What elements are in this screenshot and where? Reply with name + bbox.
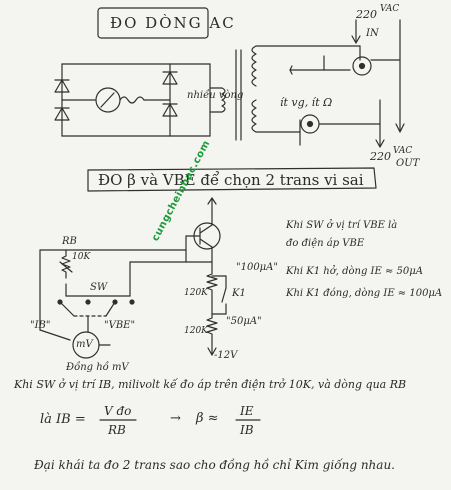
k1-label: K1 bbox=[232, 288, 246, 299]
winding-lower bbox=[251, 99, 257, 133]
current-100-label: "100μA" bbox=[236, 262, 279, 273]
range-label: ít vg, ít Ω bbox=[280, 96, 333, 109]
resistor-r1 bbox=[206, 269, 218, 297]
input-terminal bbox=[352, 56, 372, 76]
note-ib-measurement: Khi SW ở vị trí IB, milivolt kế đo áp tr… bbox=[14, 378, 407, 391]
sw-label: SW bbox=[90, 282, 108, 293]
output-voltage: 220 bbox=[370, 150, 391, 163]
vbe-position-label: "VBE" bbox=[104, 320, 136, 331]
output-unit: VAC bbox=[393, 146, 413, 156]
shunt-label: nhiều vòng bbox=[187, 90, 244, 101]
winding-upper bbox=[251, 45, 257, 87]
input-voltage: 220 bbox=[356, 8, 377, 21]
bridge-rectifier bbox=[54, 63, 178, 137]
conclusion-note: Đại khái ta đo 2 trans sao cho đồng hồ c… bbox=[34, 458, 395, 472]
formula-denominator: RB bbox=[108, 423, 126, 437]
mv-meter-caption: Đồng hồ mV bbox=[66, 362, 129, 373]
mv-meter-label: mV bbox=[76, 339, 93, 350]
supply-voltage-label: -12V bbox=[214, 350, 238, 361]
r1-value: 120K bbox=[184, 288, 208, 298]
formula-numerator: V đo bbox=[104, 404, 132, 418]
title-ac: ĐO DÒNG AC bbox=[110, 14, 236, 32]
rb-value: 10K bbox=[72, 252, 91, 262]
shunt-coil bbox=[221, 87, 226, 113]
input-unit: VAC bbox=[380, 4, 400, 14]
formula-arrow: → bbox=[170, 411, 181, 426]
formula-lhs: là IB = bbox=[40, 412, 86, 427]
input-label: IN bbox=[366, 28, 379, 39]
output-label: OUT bbox=[396, 158, 420, 169]
ib-position-label: "IB" bbox=[30, 320, 51, 331]
note-sw-line1: Khi SW ở vị trí VBE là bbox=[286, 220, 398, 231]
rb-label: RB bbox=[62, 236, 77, 247]
note-sw-line2: đo điện áp VBE bbox=[286, 238, 365, 249]
note-k1-closed: Khi K1 đóng, dòng IE ≈ 100μA bbox=[286, 288, 443, 299]
formula-beta: β ≈ bbox=[196, 411, 219, 426]
formula-numerator-2: IE bbox=[240, 404, 254, 418]
sw-switch bbox=[57, 299, 135, 333]
title-box-ac bbox=[97, 7, 209, 39]
note-k1-open: Khi K1 hở, dòng IE ≈ 50μA bbox=[286, 266, 423, 277]
r2-value: 120K bbox=[184, 326, 208, 336]
title-beta: ĐO β và VBE để chọn 2 trans vi sai bbox=[98, 171, 364, 189]
resistor-r2 bbox=[206, 313, 218, 341]
formula-denominator-2: IB bbox=[240, 423, 254, 437]
current-50-label: "50μA" bbox=[226, 316, 262, 327]
title-box-beta bbox=[87, 167, 377, 192]
